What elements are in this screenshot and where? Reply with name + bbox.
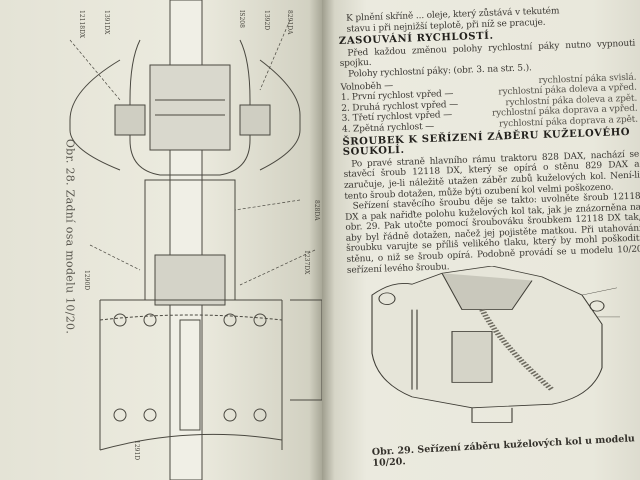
part-label: IS208 [238,10,245,28]
right-page-text: K plnění skříně ... oleje, který zůstává… [338,4,640,276]
part-label: 12118DX [78,10,85,39]
rear-axle-diagram: 12118DX 1391DX IS208 1392D 8291DA 828DA 1237DX… [69,0,322,480]
bevel-gear-diagram [371,266,620,423]
part-label: 828DA [313,200,320,221]
part-label: 1291D [133,440,140,460]
part-label: 8291DA [286,10,293,35]
figure-29-caption: Obr. 29. Seřízení záběru kuželových kol … [371,433,636,469]
right-page: K plnění skříně ... oleje, který zůstává… [322,0,640,480]
paragraph: Seřízení stavěcího šroubu děje se takto:… [344,191,640,276]
figure-28-caption: Obr. 28. Zadní osa modelu 10/20. [63,138,77,335]
part-label: 1391DX [103,10,110,35]
part-label: 1237DX [303,250,310,275]
part-label: 1392D [263,10,270,30]
part-label: 1290D [83,270,90,290]
left-page: 12118DX 1391DX IS208 1392D 8291DA 828DA 1237DX… [0,0,322,480]
